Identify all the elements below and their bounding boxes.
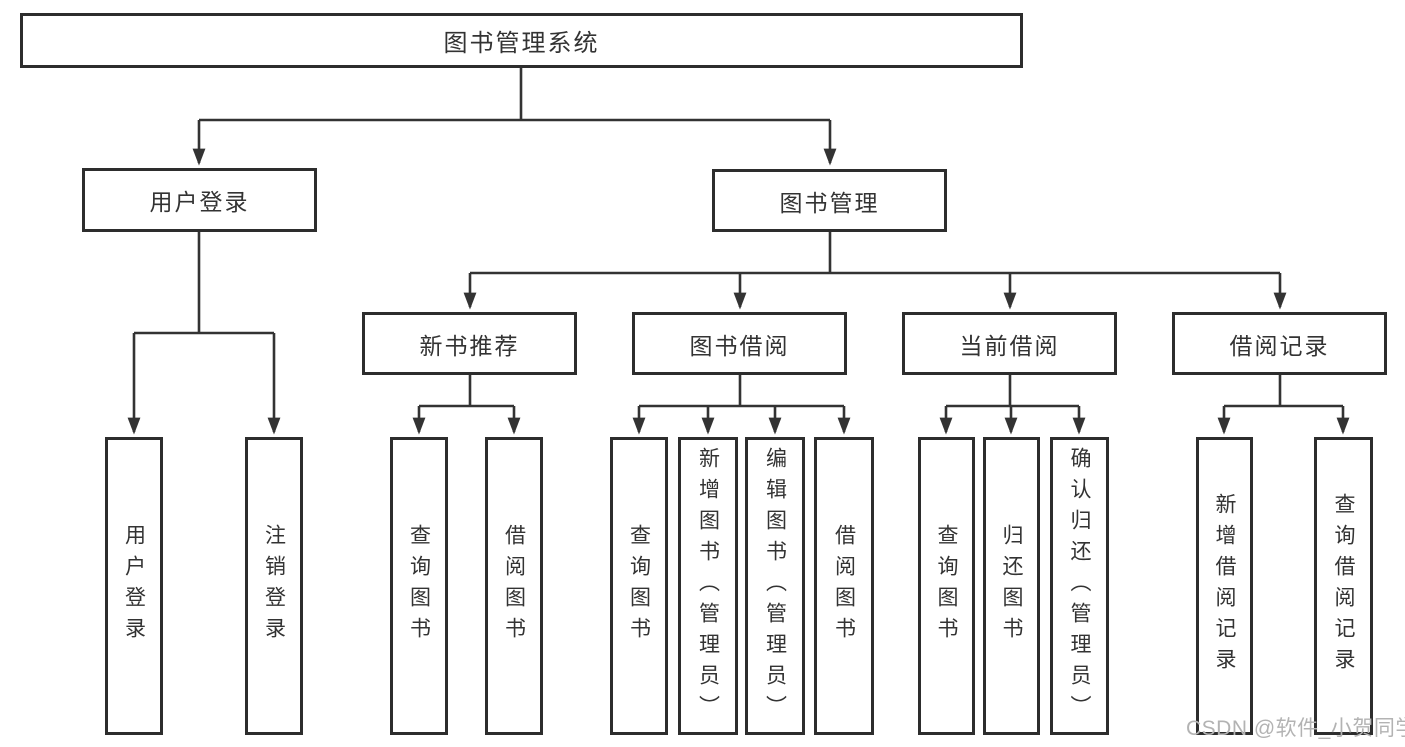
leaf-add-books-admin: 新增图书（管理员）: [678, 437, 738, 735]
leaf-add-borrow-record: 新增借阅记录: [1196, 437, 1253, 735]
node-label: 编辑图书（管理员）: [763, 446, 787, 726]
node-book-borrowing: 图书借阅: [632, 312, 847, 375]
connector-borrow-records-children: [1217, 375, 1350, 435]
connector-book-management-children: [463, 232, 1287, 310]
node-library-management-system: 图书管理系统: [20, 13, 1023, 68]
node-new-book-recommend: 新书推荐: [362, 312, 577, 375]
leaf-logout: 注销登录: [245, 437, 303, 735]
leaf-query-borrow-record: 查询借阅记录: [1314, 437, 1373, 735]
node-label: 图书管理系统: [443, 30, 600, 57]
node-label: 借阅图书: [832, 524, 856, 648]
node-label: 新增图书（管理员）: [696, 446, 720, 726]
node-label: 当前借阅: [959, 332, 1060, 359]
leaf-return-books: 归还图书: [983, 437, 1040, 735]
leaf-edit-books-admin: 编辑图书（管理员）: [745, 437, 805, 735]
leaf-query-books-current: 查询图书: [918, 437, 975, 735]
node-book-management: 图书管理: [712, 169, 947, 232]
node-label: 查询图书: [407, 524, 431, 648]
node-label: 注销登录: [262, 524, 286, 648]
node-label: 图书借阅: [689, 332, 790, 359]
node-label: 用户登录: [122, 524, 146, 648]
connector-new-book-children: [412, 375, 521, 435]
node-user-login: 用户登录: [82, 168, 317, 232]
node-label: 借阅图书: [502, 524, 526, 648]
node-label: 新增借阅记录: [1213, 493, 1236, 679]
leaf-confirm-return-admin: 确认归还（管理员）: [1050, 437, 1109, 735]
node-label: 用户登录: [149, 189, 250, 215]
node-label: 新书推荐: [419, 332, 520, 359]
node-label: 借阅记录: [1229, 332, 1330, 359]
leaf-borrow-books-recommend: 借阅图书: [485, 437, 543, 735]
node-label: 查询借阅记录: [1332, 493, 1355, 679]
connector-user-login-children: [127, 232, 281, 435]
leaf-query-books-borrowing: 查询图书: [610, 437, 668, 735]
leaf-query-books-recommend: 查询图书: [390, 437, 448, 735]
node-current-borrowing: 当前借阅: [902, 312, 1117, 375]
connector-current-borrow-children: [939, 375, 1086, 435]
node-label: 确认归还（管理员）: [1068, 446, 1091, 726]
connector-root-to-level2: [192, 68, 837, 166]
csdn-watermark: CSDN @软件_小贺同学: [1186, 717, 1405, 740]
node-label: 查询图书: [627, 524, 651, 648]
node-label: 查询图书: [935, 524, 958, 648]
connector-book-borrow-children: [632, 375, 851, 435]
leaf-borrow-books: 借阅图书: [814, 437, 874, 735]
node-borrowing-records: 借阅记录: [1172, 312, 1387, 375]
leaf-user-login: 用户登录: [105, 437, 163, 735]
node-label: 图书管理: [779, 189, 880, 216]
node-label: 归还图书: [1000, 524, 1023, 648]
